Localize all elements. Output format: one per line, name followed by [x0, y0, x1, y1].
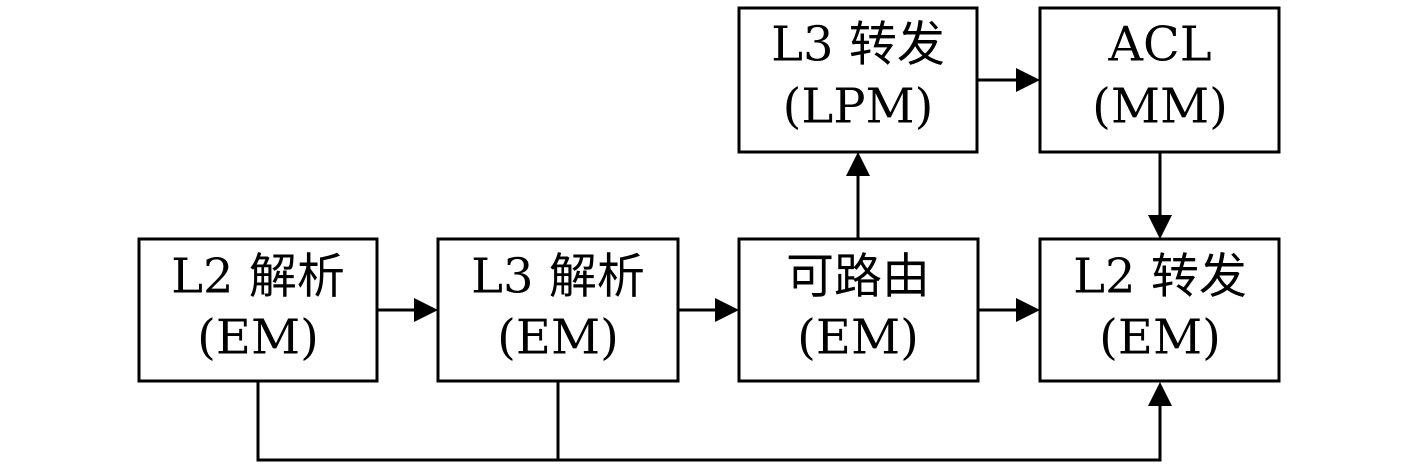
bypass-connector — [256, 381, 1162, 462]
node-l2-forward-type: (EM) — [1099, 310, 1221, 366]
node-routable: 可路由 (EM) — [737, 237, 980, 383]
node-l2-forward-title: L2 转发 — [1073, 249, 1247, 305]
node-routable-type: (EM) — [797, 310, 919, 366]
node-l2-parse: L2 解析 (EM) — [137, 237, 379, 383]
node-l3-parse-type: (EM) — [497, 310, 619, 366]
arrowhead-bypass — [1148, 382, 1172, 406]
arrowhead-l3forward-acl — [1016, 68, 1040, 92]
node-l3-forward-type: (LPM) — [783, 79, 934, 135]
node-l3-forward-title: L3 转发 — [771, 17, 945, 73]
node-l3-parse-title: L3 解析 — [471, 249, 645, 305]
node-l2-forward: L2 转发 (EM) — [1038, 237, 1281, 383]
node-l3-parse: L3 解析 (EM) — [436, 237, 680, 383]
node-acl-type: (MM) — [1092, 79, 1228, 135]
arrowhead-acl-l2forward — [1148, 215, 1172, 239]
node-l2-parse-title: L2 解析 — [171, 249, 345, 305]
arrowhead-l2parse-l3parse — [414, 298, 438, 322]
arrowhead-routable-l2forward — [1016, 298, 1040, 322]
node-routable-title: 可路由 — [786, 249, 930, 305]
node-l2-parse-type: (EM) — [197, 310, 319, 366]
node-acl: ACL (MM) — [1038, 6, 1281, 154]
node-acl-title: ACL — [1107, 17, 1211, 73]
arrowhead-l3parse-routable — [715, 298, 739, 322]
arrowhead-routable-l3forward — [846, 152, 870, 176]
node-l3-forward: L3 转发 (LPM) — [737, 6, 979, 154]
